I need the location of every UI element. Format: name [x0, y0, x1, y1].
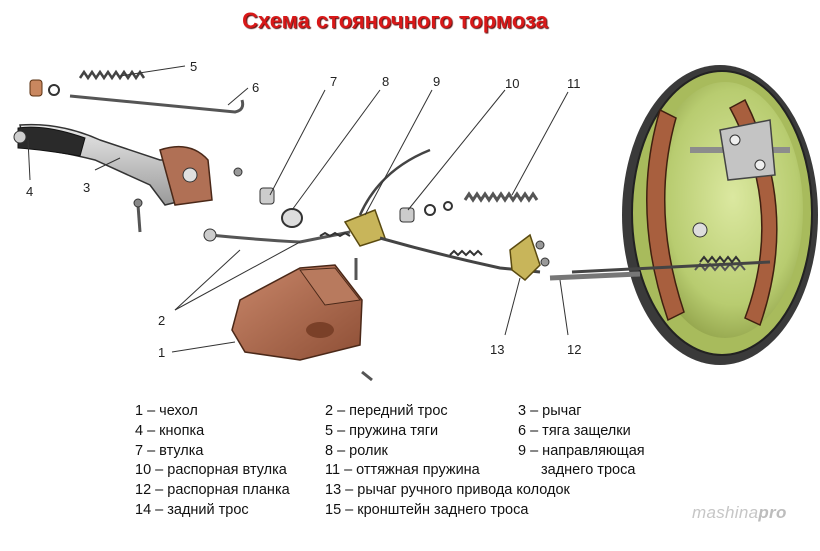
bolts [133, 198, 373, 382]
legend-item: 8 – ролик [325, 443, 388, 459]
callout-7: 7 [330, 74, 337, 89]
legend-item: 13 – рычаг ручного привода колодок [325, 482, 570, 498]
legend-item: 15 – кронштейн заднего троса [325, 502, 529, 518]
diagram-title: Схема стояночного тормоза [242, 8, 548, 33]
watermark-main: mashina [692, 503, 759, 522]
callout-4: 4 [26, 184, 33, 199]
callout-8: 8 [382, 74, 389, 89]
callout-3: 3 [83, 180, 90, 195]
legend-item: 10 – распорная втулка [135, 462, 287, 478]
legend-item: 12 – распорная планка [135, 482, 290, 498]
shoe-lever-and-strut [509, 233, 641, 281]
hand-lever [13, 123, 213, 206]
callout-12: 12 [567, 342, 581, 357]
legend-item: 14 – задний трос [135, 502, 249, 518]
rear-cable-guide [343, 148, 541, 274]
callout-9: 9 [433, 74, 440, 89]
watermark-accent: pro [758, 503, 787, 522]
front-cable [203, 167, 351, 244]
callout-1: 1 [158, 345, 165, 360]
legend-item: 4 – кнопка [135, 423, 205, 439]
legend-item: 2 – передний трос [325, 403, 448, 419]
callout-6: 6 [252, 80, 259, 95]
callout-10: 10 [505, 76, 519, 91]
legend-item: 11 – оттяжная пружина [325, 462, 480, 478]
leader-lines [27, 65, 569, 353]
callout-5: 5 [190, 59, 197, 74]
callout-11: 11 [567, 76, 581, 91]
spacer-and-return-spring [399, 191, 539, 223]
legend-item: 3 – рычаг [518, 403, 582, 419]
legend-item: 6 – тяга защелки [518, 423, 631, 439]
callout-13: 13 [490, 342, 504, 357]
cover-boot [231, 264, 363, 361]
callout-2: 2 [158, 313, 165, 328]
brake-drum-assembly [571, 65, 818, 365]
legend-item: 9 – направляющая [518, 443, 645, 459]
rod-spring-and-latch-rod [29, 69, 245, 114]
legend-item: 1 – чехол [135, 403, 198, 419]
legend-item: заднего троса [541, 462, 636, 478]
parking-brake-illustration: 1 2 3 4 5 6 7 8 9 10 11 12 13 [13, 59, 818, 382]
legend-item: 5 – пружина тяги [325, 423, 439, 439]
legend-item: 7 – втулка [135, 443, 204, 459]
watermark-logo: mashinapro [692, 503, 787, 523]
